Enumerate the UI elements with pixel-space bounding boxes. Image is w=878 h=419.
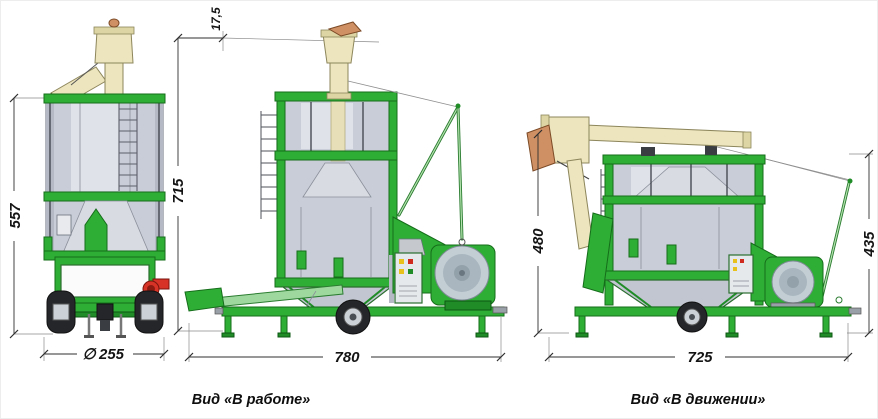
front-ladder	[118, 101, 138, 191]
front-extension-lines	[14, 97, 165, 361]
front-machine	[43, 18, 170, 338]
dim-label-715: 715	[170, 178, 187, 204]
boom-hook	[458, 238, 466, 246]
dim-label-diameter-symbol: ∅	[82, 346, 97, 363]
folded-auger-spout	[526, 124, 556, 172]
hitch	[214, 307, 224, 315]
dim-working-offset: 17,5	[178, 7, 228, 43]
folded-auger-tube	[584, 124, 746, 148]
dim-transport-height-right: 435	[861, 149, 878, 338]
transport-machine	[526, 114, 862, 338]
intake-auger-hopper	[184, 287, 225, 312]
tank-band-mid-side	[274, 150, 398, 161]
transport-view: 480 435 725 Вид «В движении»	[526, 114, 878, 408]
folded-support-arm	[566, 158, 594, 250]
front-view: 557 ∅ 255	[7, 18, 170, 363]
caption-working: Вид «В работе»	[192, 392, 310, 408]
dim-working-length: 780	[184, 349, 506, 366]
tank-seams	[49, 97, 160, 255]
support-legs	[221, 315, 489, 338]
working-machine	[184, 21, 508, 338]
access-door	[333, 257, 344, 278]
trailer-frame-t	[574, 306, 852, 317]
tank-band-top-t	[602, 154, 766, 165]
tank-post-left	[276, 91, 286, 288]
auger-cap	[108, 18, 120, 28]
inner-cone-side	[302, 162, 372, 198]
dim-transport-height-left: 480	[530, 129, 547, 338]
dim-label-255: 255	[98, 346, 125, 363]
dim-label-435: 435	[861, 231, 878, 258]
auger-tube-side	[329, 62, 349, 98]
access-door	[628, 238, 639, 258]
side-ladder	[260, 111, 278, 219]
axle-gearbox	[96, 303, 114, 321]
plenum-box	[60, 264, 150, 298]
dim-working-height: 715	[170, 33, 187, 336]
dim-label-17-5: 17,5	[209, 7, 223, 31]
access-door	[296, 250, 307, 270]
dim-label-780: 780	[334, 349, 360, 366]
access-door	[666, 244, 677, 265]
dim-front-diameter: ∅ 255	[39, 346, 169, 363]
dim-label-725: 725	[687, 349, 713, 366]
working-view: 715 17,5 780 Вид «В работе»	[170, 7, 508, 408]
dim-label-480: 480	[530, 228, 547, 255]
tank-band-middle	[43, 191, 166, 202]
auger-cap-side	[327, 21, 362, 37]
dim-front-height: 557	[7, 93, 24, 339]
dim-label-557: 557	[7, 203, 24, 229]
folded-intake-auger	[582, 212, 614, 294]
support-legs-t	[575, 315, 833, 338]
tank-band-top	[43, 93, 166, 104]
dim-transport-length: 725	[544, 349, 853, 366]
auger-head	[94, 30, 134, 64]
auger-head-side	[322, 33, 356, 64]
caption-transport: Вид «В движении»	[631, 392, 766, 408]
hitch-t	[848, 307, 862, 315]
loading-boom	[347, 80, 466, 246]
tank-band-mid-t	[602, 195, 766, 205]
tank-seams-transport	[640, 164, 728, 269]
